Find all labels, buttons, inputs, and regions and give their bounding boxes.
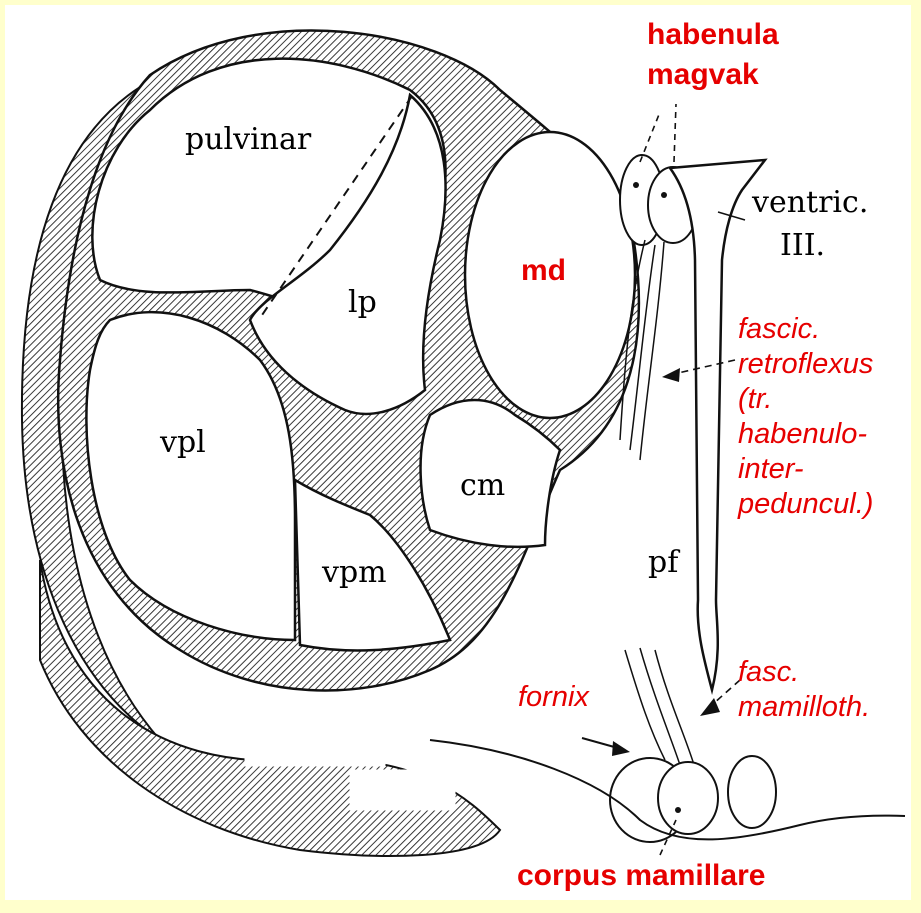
fascic-line5: inter- — [738, 452, 873, 487]
mamillary-body-left — [658, 762, 718, 834]
blank-label-box-2 — [350, 770, 455, 810]
label-fornix: fornix — [518, 680, 589, 715]
label-corpus-mamillare: corpus mamillare — [517, 859, 765, 893]
label-lp: lp — [348, 285, 377, 320]
label-habenula-line2: magvak — [647, 58, 759, 92]
label-pf: pf — [648, 545, 678, 580]
label-vpl: vpl — [160, 425, 206, 460]
label-ventric-line1: ventric. — [752, 185, 868, 220]
label-vpm: vpm — [322, 555, 387, 590]
label-pulvinar: pulvinar — [185, 122, 311, 157]
fascic-line3: (tr. — [738, 382, 873, 417]
fascic-line6: peduncul.) — [738, 487, 873, 522]
fascic-line2: retroflexus — [738, 347, 873, 382]
label-fascic-retroflexus: fascic. retroflexus (tr. habenulo- inter… — [738, 312, 873, 522]
label-cm: cm — [460, 468, 505, 503]
mamillary-body-right — [728, 756, 776, 828]
label-md: md — [521, 254, 566, 288]
fasc-line2: mamilloth. — [738, 690, 870, 725]
label-fasc-mamilloth: fasc. mamilloth. — [738, 655, 870, 725]
blank-label-box-1 — [245, 726, 385, 766]
fascic-line4: habenulo- — [738, 417, 873, 452]
label-habenula-line1: habenula — [647, 18, 779, 52]
fascic-line1: fascic. — [738, 312, 873, 347]
label-ventric-line2: III. — [780, 228, 825, 263]
fasc-line1: fasc. — [738, 655, 870, 690]
